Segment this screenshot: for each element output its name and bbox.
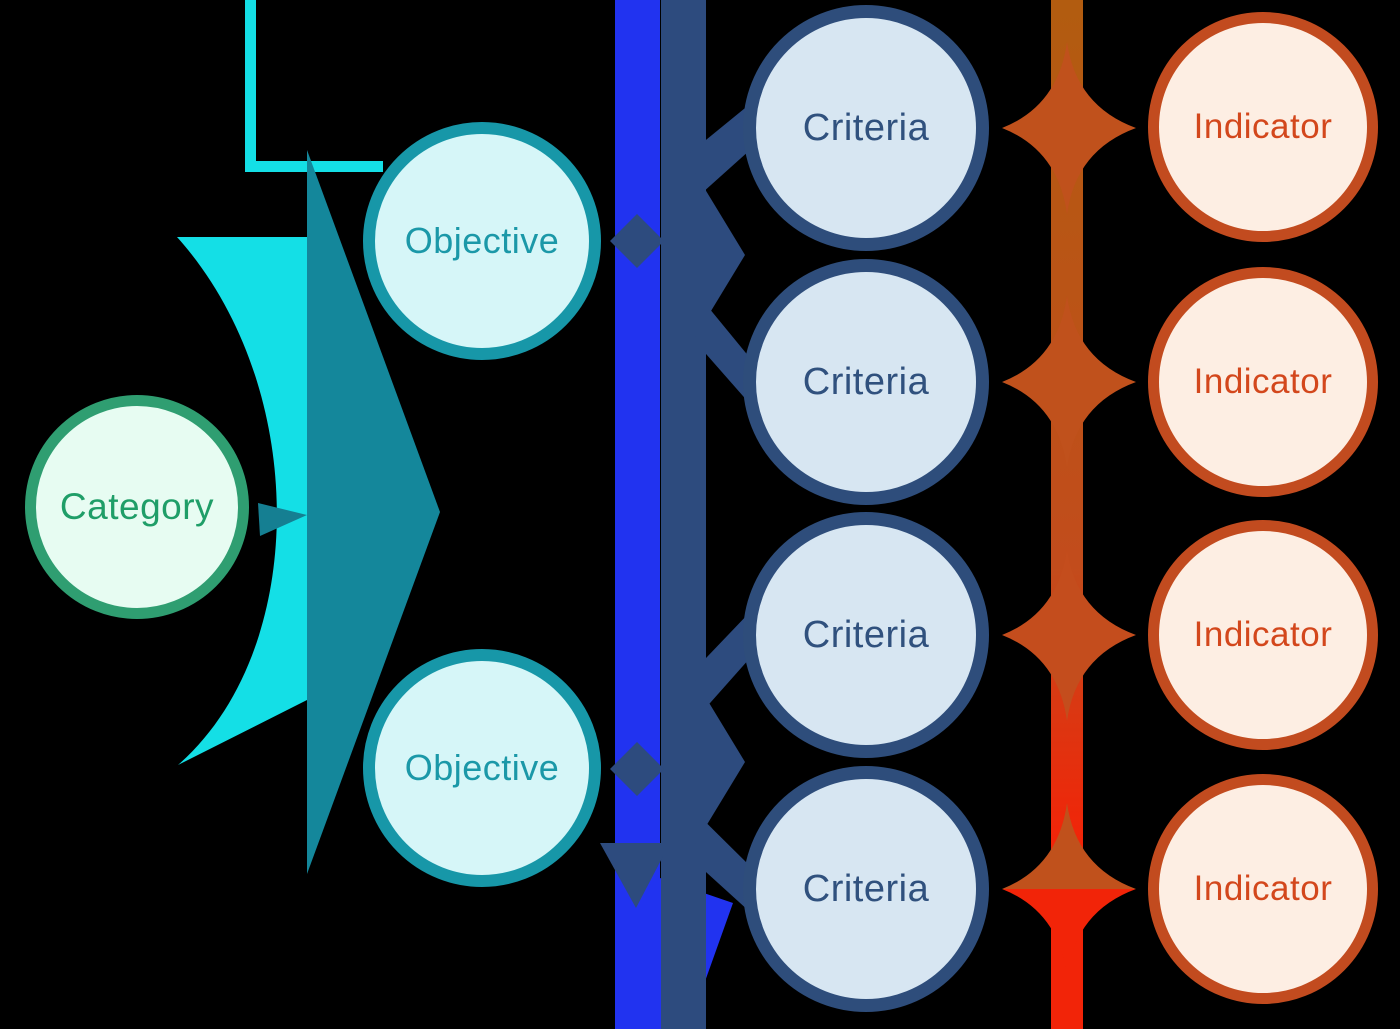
indicator-node-3: Indicator	[1148, 520, 1378, 750]
criteria1-indicator1-diamond	[1002, 42, 1136, 214]
navy-spine-bottom-point	[600, 843, 670, 908]
category-to-objectives-wedge	[307, 150, 440, 874]
indicator-label: Indicator	[1193, 107, 1333, 146]
category-branch-ribbon	[177, 237, 307, 765]
indicator-node-4: Indicator	[1148, 774, 1378, 1004]
category-arrowhead-icon	[258, 503, 307, 536]
criteria3-indicator3-diamond	[1002, 549, 1136, 721]
objective2-diamond-icon	[610, 742, 664, 796]
criteria-node-3: Criteria	[743, 512, 989, 758]
category-node: Category	[25, 395, 249, 619]
objective-label: Objective	[404, 747, 560, 788]
criteria-label: Criteria	[802, 360, 930, 403]
objective1-diamond-icon	[610, 214, 664, 268]
objective-node-1: Objective	[363, 122, 601, 360]
criteria-label: Criteria	[802, 106, 930, 149]
criteria4-indicator4-diamond-bottom	[1002, 889, 1136, 975]
indicator-label: Indicator	[1193, 615, 1333, 654]
objective-node-2: Objective	[363, 649, 601, 887]
indicator-label: Indicator	[1193, 869, 1333, 908]
category-label: Category	[59, 486, 215, 527]
indicator-node-2: Indicator	[1148, 267, 1378, 497]
criteria4-indicator4-diamond-top	[1002, 803, 1136, 889]
cyan-corner-line-horizontal	[245, 161, 383, 172]
criteria-node-1: Criteria	[743, 5, 989, 251]
criteria-label: Criteria	[802, 613, 930, 656]
cyan-corner-line-vertical	[245, 0, 256, 172]
criteria-node-2: Criteria	[743, 259, 989, 505]
objective1-chevron-arrow	[663, 120, 745, 390]
indicator-node-1: Indicator	[1148, 12, 1378, 242]
objective2-chevron-arrow	[663, 627, 745, 897]
criteria-label: Criteria	[802, 867, 930, 910]
objective-label: Objective	[404, 220, 560, 261]
indicator-label: Indicator	[1193, 362, 1333, 401]
criteria2-indicator2-diamond	[1002, 296, 1136, 468]
criteria-node-4: Criteria	[743, 766, 989, 1012]
